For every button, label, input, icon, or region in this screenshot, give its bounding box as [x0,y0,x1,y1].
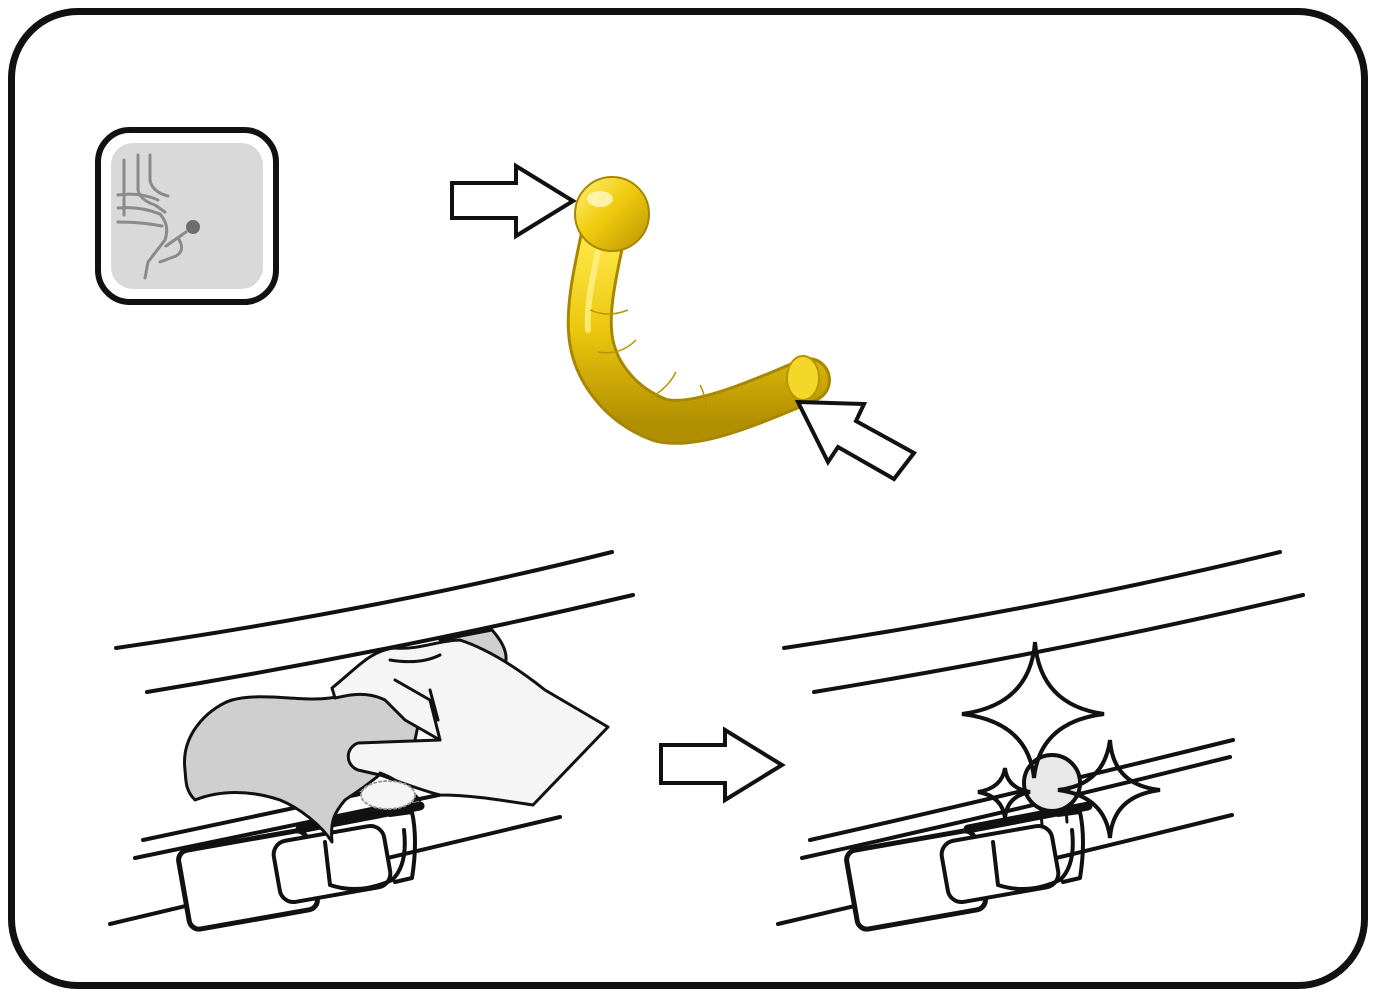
right-arrow-icon [450,162,577,240]
step-arrow-icon [659,726,786,804]
step-clean-illustration [108,550,635,932]
diagonal-arrow-icon [794,399,918,482]
sparkle-icon-large [961,641,1105,779]
step-result-illustration [776,550,1305,932]
sparkle-icon-medium [1057,739,1161,839]
sparkle-icon-small [977,767,1031,819]
tow-hitch-category-icon [95,127,279,305]
tow-ball-hitch [566,176,831,445]
